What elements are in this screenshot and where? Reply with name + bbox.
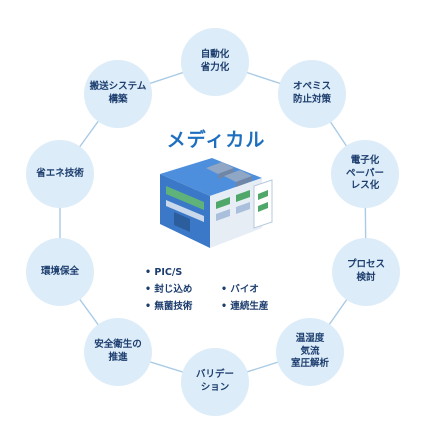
- feature-item: • 無菌技術: [145, 301, 193, 312]
- building-icon: [160, 158, 273, 248]
- feature-list: • PIC/S • 封じ込め • バイオ • 無菌技術 • 連続生産: [145, 264, 268, 315]
- center-title: メディカル: [166, 129, 266, 151]
- node-paperless: 電子化 ペーパー レス化: [331, 140, 399, 208]
- feature-row: • 無菌技術 • 連続生産: [145, 298, 268, 315]
- feature-item: • 連続生産: [221, 301, 269, 312]
- node-process-review: プロセス 検討: [332, 238, 400, 306]
- feature-row: • 封じ込め • バイオ: [145, 281, 268, 298]
- feature-row: • PIC/S: [145, 264, 268, 281]
- node-pest-control: オペミス 防止対策: [278, 60, 346, 128]
- feature-item: • 封じ込め: [145, 284, 193, 295]
- node-automation: 自動化 省力化: [181, 28, 249, 96]
- node-climate-analysis: 温湿度 気流 室圧解析: [276, 318, 344, 386]
- node-safety-health: 安全衛生の 推進: [84, 318, 152, 386]
- feature-item: • PIC/S: [145, 267, 183, 278]
- node-energy-saving: 省エネ技術: [26, 140, 94, 208]
- node-environment: 環境保全: [26, 238, 94, 306]
- feature-item: • バイオ: [221, 284, 259, 295]
- node-transport-system: 搬送システム 構築: [84, 60, 152, 128]
- node-validation: バリデー ション: [181, 348, 249, 416]
